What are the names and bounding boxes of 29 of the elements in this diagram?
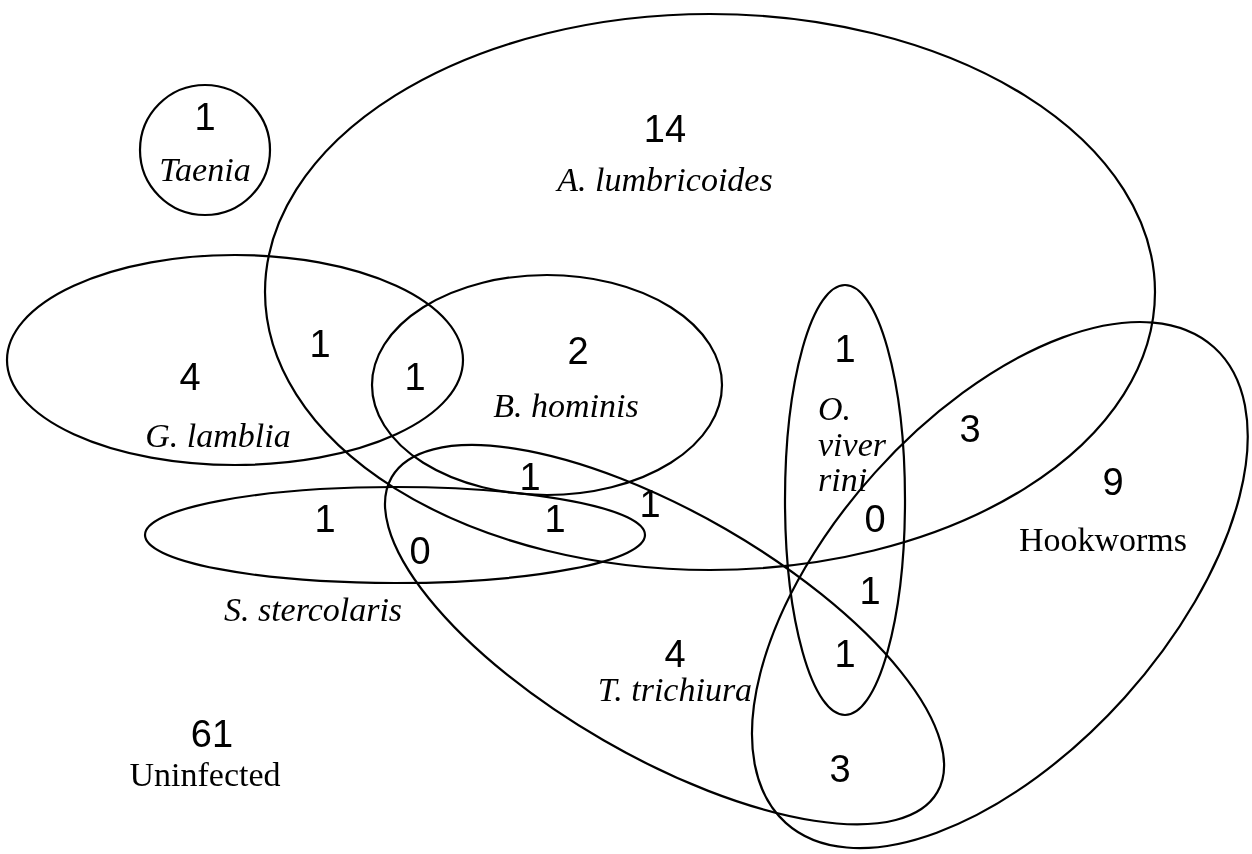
set-label: Hookworms (1018, 522, 1188, 558)
count-label: 1 (639, 485, 661, 525)
set-label: G. lamblia (145, 418, 291, 454)
set-label: T. trichiura (597, 672, 753, 708)
count-label: 4 (179, 358, 201, 398)
count-label: 3 (829, 750, 851, 790)
count-label: 1 (314, 500, 336, 540)
count-label: 9 (1102, 463, 1124, 503)
set-label: A. lumbricoides (557, 162, 773, 198)
count-label: 1 (404, 358, 426, 398)
count-label: 1 (859, 572, 881, 612)
count-label: 1 (519, 458, 541, 498)
set-label: Taenia (159, 152, 251, 188)
set-label: O. viver rini (818, 391, 887, 499)
count-label: 4 (664, 635, 686, 675)
count-label: 1 (544, 500, 566, 540)
count-label: 1 (834, 635, 856, 675)
count-label: 1 (194, 98, 216, 138)
count-label: 0 (864, 500, 886, 540)
count-label: 2 (567, 332, 589, 372)
count-label: 0 (409, 532, 431, 572)
set-label: B. hominis (493, 388, 639, 424)
count-label: 3 (959, 410, 981, 450)
count-label: 61 (190, 715, 234, 755)
count-label: 14 (643, 110, 687, 150)
count-label: 1 (309, 325, 331, 365)
group-label: Uninfected (129, 757, 281, 793)
set-label: S. stercolaris (223, 592, 403, 628)
count-label: 1 (834, 330, 856, 370)
